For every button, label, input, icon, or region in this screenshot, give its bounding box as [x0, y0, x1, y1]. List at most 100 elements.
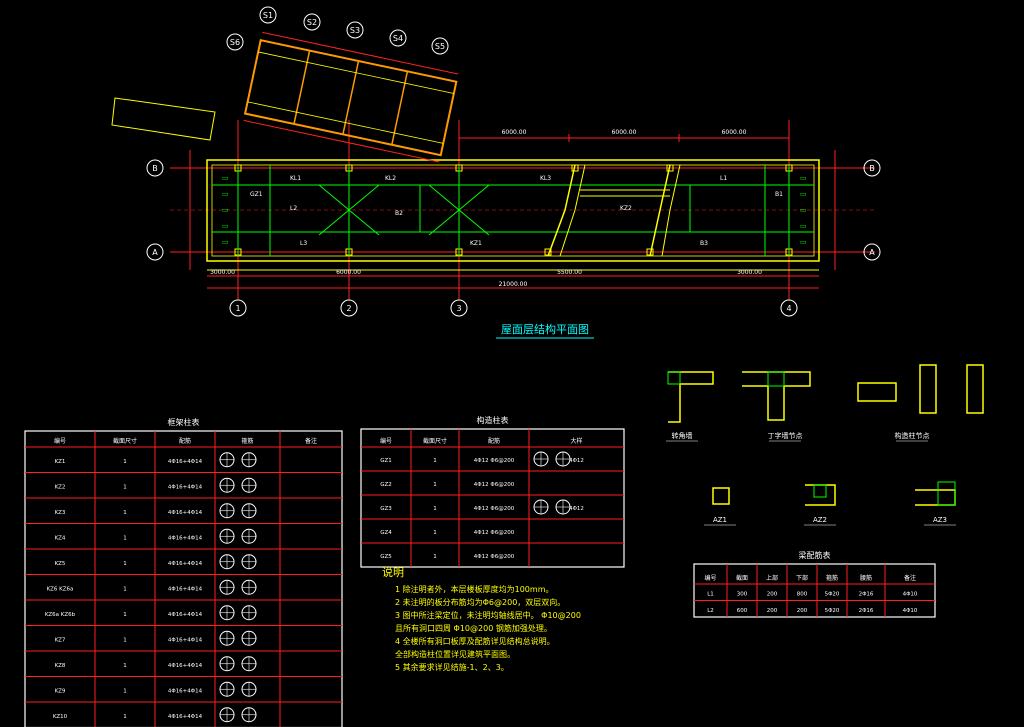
table-left-title: 框架柱表 [168, 417, 200, 427]
beam-label-10: B2 [395, 210, 403, 217]
wing-axis-S1-circle [259, 6, 277, 24]
wing-inner-top [258, 51, 454, 94]
table-left-header-1: 截面尺寸 [113, 437, 137, 445]
table-left-cell-2-1: 1 [123, 510, 127, 516]
table-right-cell-1-6: 4Φ10 [903, 608, 918, 614]
table-mid-title: 构造柱表 [477, 415, 509, 425]
axis-4-label: 4 [786, 304, 791, 313]
table-right-header-2: 上部 [766, 574, 778, 582]
side-mark-left: ▭ [222, 174, 229, 182]
slanted-wall-1b [559, 164, 586, 257]
table-mid-cell-1-2: 4Φ12 Φ6@200 [474, 482, 515, 488]
table-mid-cell-3-2: 4Φ12 Φ6@200 [474, 530, 515, 536]
table-right-frame [693, 563, 936, 618]
table-mid-frame [360, 428, 625, 568]
detail-corner-core [667, 371, 681, 385]
table-left-cell-1-1: 1 [123, 484, 127, 490]
table-left-frame [24, 430, 343, 727]
detail-gz-plan [857, 382, 897, 402]
table-left-cell-0-0: KZ1 [55, 459, 66, 465]
table-mid-cell-2-2: 4Φ12 Φ6@200 [474, 506, 515, 512]
side-mark-left: ▭ [222, 238, 229, 246]
brace-d0 [458, 209, 490, 236]
axis-right-B-circle [863, 159, 881, 177]
axis-3-label: 3 [456, 304, 461, 313]
table-left-cell-6-0: KZ6a KZ6b [45, 612, 76, 618]
table-right-cell-0-5: 2Φ16 [859, 591, 874, 597]
brace-b0 [458, 184, 490, 211]
side-mark-right: ▭ [800, 238, 807, 246]
table-mid-cell-0-1: 1 [433, 458, 437, 464]
table-mid-cell-1-1: 1 [433, 482, 437, 488]
table-right-cell-0-2: 200 [767, 591, 778, 597]
beam-label-6: KZ1 [470, 240, 482, 247]
table-left-cell-5-2: 4Φ16+4Φ14 [168, 586, 203, 592]
table-mid-cell-2-1: 1 [433, 506, 437, 512]
beam-label-2: KL3 [540, 175, 551, 182]
side-mark-right: ▭ [800, 206, 807, 214]
table-left-cell-9-2: 4Φ16+4Φ14 [168, 688, 203, 694]
dim-bottom-0: 3000.00 [210, 269, 235, 276]
dim-bottom-3: 3000.00 [737, 269, 762, 276]
axis-left-A-circle [146, 243, 164, 261]
beam-label-3: L1 [720, 175, 727, 182]
stair-tail [111, 97, 216, 141]
brace-a1 [318, 184, 350, 211]
wing-partition-0 [293, 50, 311, 125]
detail-label-2: 构造柱节点 [895, 431, 930, 440]
notes-block: 说明 1 除注明者外，本层楼板厚度均为100mm。2 未注明的板分布筋均为Φ6@… [382, 565, 581, 672]
table-left-cell-2-0: KZ3 [55, 510, 66, 516]
wing-axis-S1-label: S1 [263, 11, 273, 20]
slanted-wall-2b [661, 164, 681, 257]
detail-corner [667, 371, 714, 423]
wing-axis-S4-circle [389, 29, 407, 47]
wing-partition-1 [342, 60, 360, 135]
axis-left-A-label: A [152, 248, 158, 257]
axis-left-B-circle [146, 159, 164, 177]
table-right-header-4: 箍筋 [826, 574, 838, 582]
table-left-cell-8-1: 1 [123, 663, 127, 669]
brace-c0 [428, 209, 460, 236]
detail-tee [742, 371, 811, 421]
table-left-cell-10-0: KZ10 [53, 714, 68, 720]
beam-label-5: L3 [300, 240, 307, 247]
axis-left-B-label: B [152, 164, 158, 173]
axis-right-A-circle [863, 243, 881, 261]
axis-right-A-label: A [869, 248, 875, 257]
detail-label-4: AZ2 [813, 516, 827, 524]
table-mid-cell-2-0: GZ3 [380, 506, 392, 512]
brace-b1 [348, 184, 380, 211]
wing-dim-top [262, 31, 459, 75]
table-right-title: 梁配筋表 [799, 550, 831, 560]
table-mid-cell-2-3: 4Φ12 [569, 506, 584, 512]
table-left-cell-4-2: 4Φ16+4Φ14 [168, 561, 203, 567]
beam-label-11: B3 [700, 240, 708, 247]
table-mid-header-3: 大样 [570, 437, 582, 445]
wing-axis-S3-circle [346, 21, 364, 39]
table-left-cell-3-0: KZ4 [55, 535, 66, 541]
table-left-header-2: 配筋 [179, 437, 191, 445]
table-right-cell-0-4: 5Φ20 [825, 591, 840, 597]
table-left-cell-10-1: 1 [123, 714, 127, 720]
detail-label-5: AZ3 [933, 516, 947, 524]
axis-2-label: 2 [346, 304, 351, 313]
table-left-cell-5-1: 1 [123, 586, 127, 592]
table-left-cell-10-2: 4Φ16+4Φ14 [168, 714, 203, 720]
table-right-header-5: 腰筋 [860, 574, 872, 582]
table-right-cell-1-1: 600 [737, 608, 748, 614]
table-right-cell-0-0: L1 [707, 591, 714, 597]
wing-axis-S2-circle [303, 13, 321, 31]
side-mark-left: ▭ [222, 190, 229, 198]
axis-2-circle [340, 299, 358, 317]
table-right-cell-1-2: 200 [767, 608, 778, 614]
note-line-5: 全部构造柱位置详见建筑平面图。 [395, 649, 515, 659]
table-left-cell-9-0: KZ9 [55, 688, 66, 694]
table-mid-header-2: 配筋 [488, 437, 500, 445]
table-left-cell-1-2: 4Φ16+4Φ14 [168, 484, 203, 490]
table-right-cell-0-1: 300 [737, 591, 748, 597]
